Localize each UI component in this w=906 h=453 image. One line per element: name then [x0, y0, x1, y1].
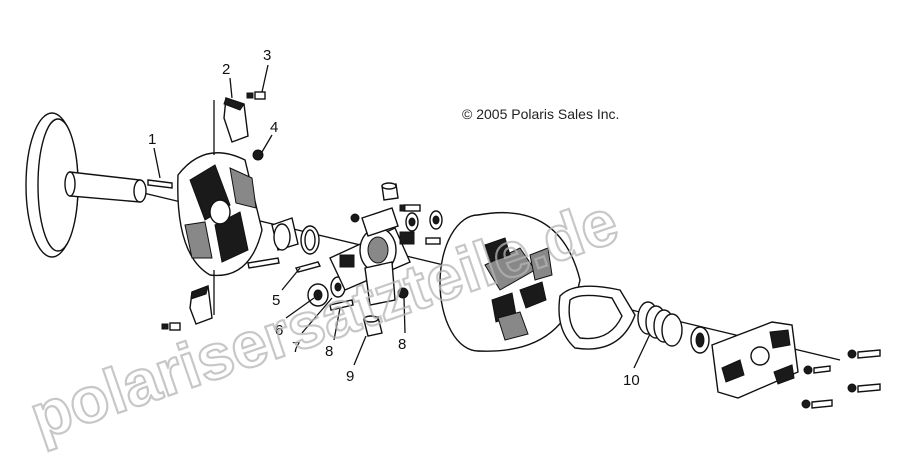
cover-drum-part: [439, 211, 581, 352]
callout-8a: 8: [325, 343, 333, 360]
gasket-part: [558, 285, 636, 350]
nut-part-8b: [397, 287, 409, 299]
sleeve-part: [363, 315, 383, 337]
callout-9: 9: [346, 368, 354, 385]
callout-10: 10: [623, 372, 640, 389]
screw-part-arm: [350, 204, 441, 245]
roller-arm-part: [329, 207, 415, 306]
nut-part: [252, 149, 264, 161]
bushing-part: [271, 217, 299, 251]
bushing-part-top: [381, 182, 399, 201]
callout-7: 7: [292, 339, 300, 356]
pin-part-5: [294, 261, 322, 273]
spring-part: [637, 301, 683, 347]
screw-part-upper: [246, 91, 266, 100]
copyright-text: © 2005 Polaris Sales Inc.: [462, 106, 619, 122]
callout-6: 6: [275, 322, 283, 339]
weight-part-lower: [189, 285, 213, 325]
weight-part-upper: [223, 97, 249, 143]
bolt-part-8a: [329, 299, 354, 311]
pin-part: [147, 179, 173, 189]
cover-bolts-part: [801, 349, 881, 409]
callout-8b: 8: [398, 336, 406, 353]
screw-part-lower: [161, 322, 181, 331]
ring-part: [300, 225, 320, 255]
spring-seat-part: [690, 326, 710, 354]
washer-part-arm: [405, 210, 443, 232]
roller-part: [307, 283, 329, 307]
leader-lines: [153, 64, 651, 369]
callout-3: 3: [263, 47, 271, 64]
callout-4: 4: [270, 119, 278, 136]
bolt-part-housing: [247, 257, 280, 269]
end-cover-part: [711, 321, 799, 399]
moveable-sheave-part: [25, 112, 147, 258]
callout-1: 1: [148, 131, 156, 148]
callout-2: 2: [222, 61, 230, 78]
spider-housing-part: [177, 100, 263, 315]
callout-5: 5: [272, 292, 280, 309]
